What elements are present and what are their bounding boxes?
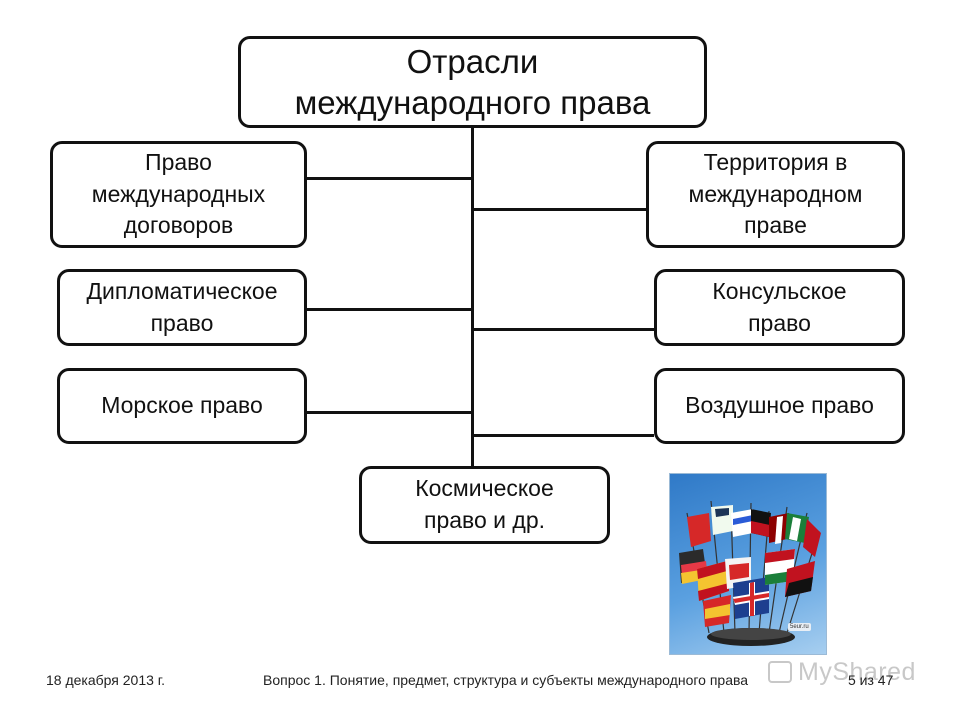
branch-box-maritime-law: Морское право bbox=[57, 368, 307, 444]
connector-right-2 bbox=[472, 328, 654, 331]
flags-image: 5eur.ru bbox=[669, 473, 827, 655]
trunk-line bbox=[471, 128, 474, 466]
branch-label: Морское право bbox=[101, 392, 263, 419]
connector-left-1 bbox=[307, 177, 473, 180]
branch-box-diplomatic-law: Дипломатическое право bbox=[57, 269, 307, 346]
branch-label: Территория в международном праве bbox=[688, 148, 863, 239]
branch-label: Воздушное право bbox=[685, 392, 874, 419]
branch-box-space-law: Космическое право и др. bbox=[359, 466, 610, 544]
branch-box-consular-law: Консульское право bbox=[654, 269, 905, 346]
connector-right-1 bbox=[472, 208, 646, 211]
connector-left-3 bbox=[307, 411, 473, 414]
footer-page-number: 5 из 47 bbox=[848, 672, 894, 688]
footer-date: 18 декабря 2013 г. bbox=[46, 672, 166, 688]
branch-label: Право международных договоров bbox=[91, 148, 266, 239]
myshared-logo-icon bbox=[768, 661, 792, 683]
branch-label: Космическое право и др. bbox=[415, 475, 554, 533]
root-box: Отрасли международного права bbox=[238, 36, 707, 128]
branch-label: Дипломатическое право bbox=[86, 277, 278, 336]
image-watermark: 5eur.ru bbox=[788, 623, 811, 631]
branch-box-treaty-law: Право международных договоров bbox=[50, 141, 307, 248]
connector-left-2 bbox=[307, 308, 473, 311]
myshared-watermark: MyShared bbox=[798, 658, 916, 686]
connector-right-3 bbox=[472, 434, 654, 437]
root-label: Отрасли международного права bbox=[294, 42, 651, 121]
branch-box-territory: Территория в международном праве bbox=[646, 141, 905, 248]
flags-illustration bbox=[679, 500, 821, 646]
footer-title: Вопрос 1. Понятие, предмет, структура и … bbox=[263, 672, 749, 688]
branch-label: Консульское право bbox=[712, 277, 847, 336]
branch-box-air-law: Воздушное право bbox=[654, 368, 905, 444]
